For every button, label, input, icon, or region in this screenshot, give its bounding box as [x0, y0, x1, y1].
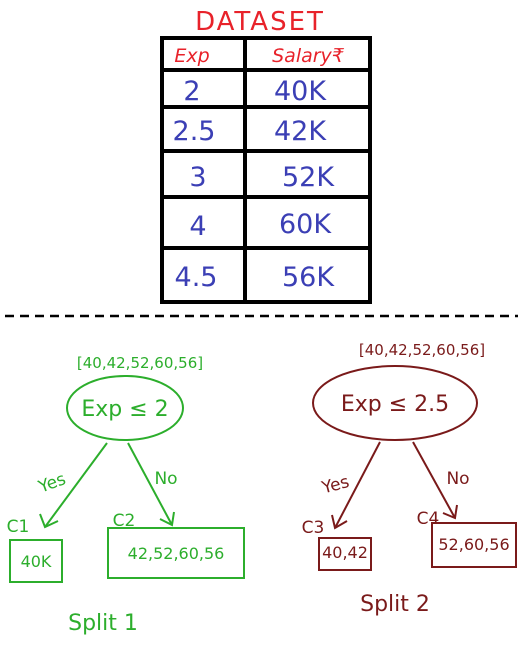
table-cell-salary: 42K	[274, 116, 327, 147]
split-1-c1-label: C1	[7, 517, 30, 537]
split-2-tree: [40,42,52,60,56] Exp ≤ 2.5 Yes No C3 40,…	[302, 341, 517, 617]
split-1-caption: Split 1	[68, 611, 138, 636]
arrow-head-icon	[442, 504, 458, 520]
split-2-caption: Split 2	[360, 592, 430, 617]
split-1-c1-box	[9, 539, 63, 583]
split-2-no-arrow	[412, 441, 456, 519]
split-2-condition: Exp ≤ 2.5	[341, 392, 449, 417]
dataset-title: DATASET	[195, 7, 325, 37]
split-2-c3-values: 40,42	[322, 543, 368, 562]
split-1-yes-arrow	[44, 442, 108, 528]
split-1-no-arrow	[127, 442, 173, 526]
split-2-c4-box	[431, 522, 517, 568]
table-cell-salary: 60K	[279, 209, 332, 240]
split-1-root-values: [40,42,52,60,56]	[77, 354, 203, 372]
split-2-yes-label: Yes	[319, 472, 352, 499]
split-1-node	[66, 375, 184, 441]
table-cell-exp: 4	[189, 211, 206, 242]
split-2-c4-label: C4	[417, 509, 440, 529]
split-2-root-values: [40,42,52,60,56]	[359, 341, 485, 359]
table-cell-exp: 2.5	[173, 116, 216, 147]
table-cell-exp: 2	[183, 76, 200, 107]
header-exp: Exp	[174, 45, 209, 67]
split-2-yes-arrow	[334, 441, 381, 529]
split-2-c3-box	[318, 537, 372, 571]
table-cell-exp: 3	[189, 162, 206, 193]
split-1-c2-label: C2	[113, 511, 136, 531]
split-1-c2-box	[107, 527, 245, 579]
header-salary: Salary₹	[272, 45, 345, 67]
table-cell-salary: 52K	[282, 162, 335, 193]
split-2-c4-values: 52,60,56	[438, 535, 509, 554]
table-cell-salary: 40K	[274, 76, 327, 107]
table-cell-salary: 56K	[282, 262, 335, 293]
split-2-no-label: No	[446, 469, 469, 489]
split-1-tree: [40,42,52,60,56] Exp ≤ 2 Yes No C1 40K C…	[7, 354, 245, 636]
split-2-c3-label: C3	[302, 518, 325, 538]
split-1-c1-values: 40K	[21, 552, 52, 571]
split-1-no-label: No	[154, 469, 177, 489]
table-border	[160, 36, 372, 304]
arrow-head-icon	[39, 513, 59, 529]
split-1-c2-values: 42,52,60,56	[128, 544, 225, 563]
split-1-condition: Exp ≤ 2	[81, 397, 168, 422]
arrow-head-icon	[331, 514, 348, 530]
dataset-table	[160, 36, 372, 304]
arrow-head-icon	[159, 511, 175, 527]
split-1-yes-label: Yes	[35, 469, 69, 498]
split-2-node	[312, 365, 478, 441]
table-cell-exp: 4.5	[175, 262, 218, 293]
